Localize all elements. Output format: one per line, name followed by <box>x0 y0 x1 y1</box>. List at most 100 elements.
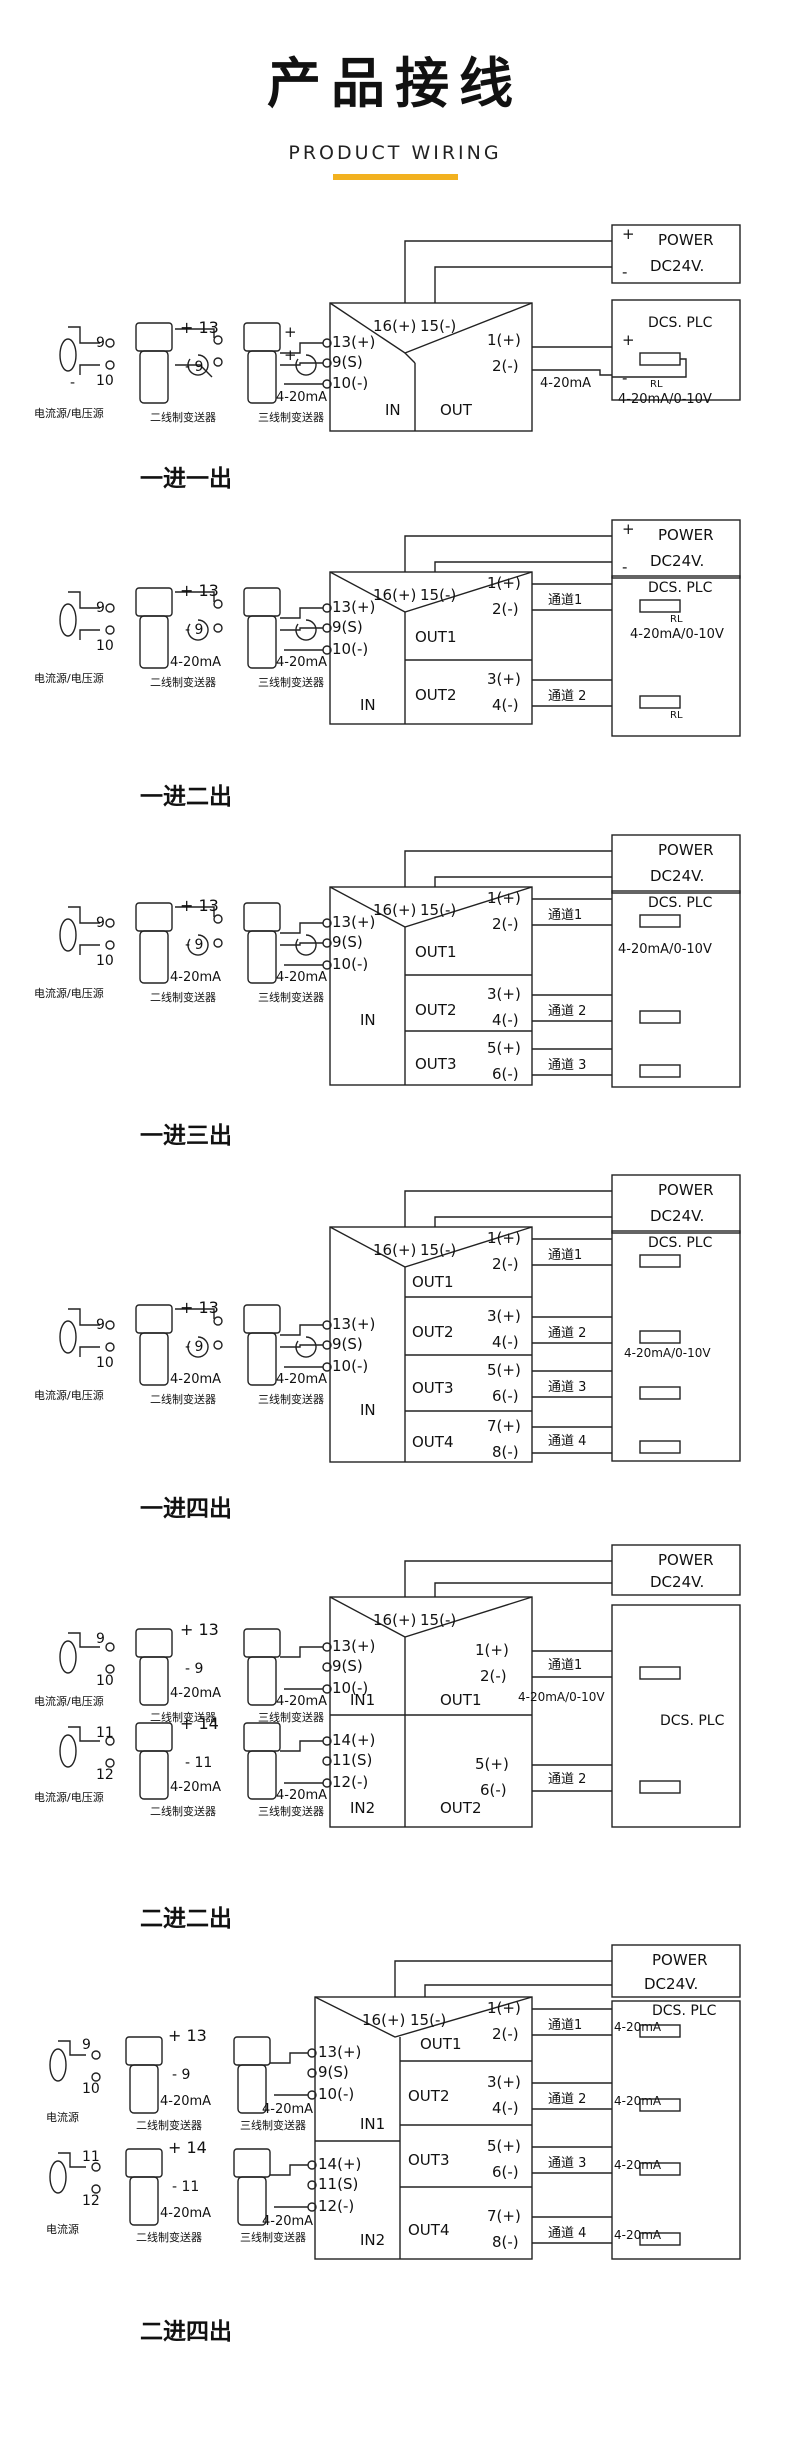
three-wire-label-2: 三线制变送器 <box>258 1804 324 1818</box>
wiring-diagram-1in-1out: POWER DC24V. + - DCS. PLC + - RL 4-20mA/… <box>34 224 741 432</box>
channel-2: 通道 2 <box>548 1004 586 1019</box>
channel-2: 通道 2 <box>548 1326 586 1341</box>
in2-label: IN2 <box>360 2231 385 2249</box>
two-wire-signal: 4-20mA <box>160 2094 211 2109</box>
terminal-15: 15(-) <box>420 317 456 335</box>
terminal-out-1: 1(+) <box>475 1641 509 1659</box>
three-wire-plus: + <box>284 323 297 341</box>
terminal-11: 11(S) <box>332 1751 372 1769</box>
source-9: 9 <box>96 1317 105 1333</box>
dcs-plc-label: DCS. PLC <box>652 2003 717 2019</box>
source-11: 11 <box>96 1725 114 1741</box>
terminal-16: 16(+) <box>373 1241 416 1259</box>
power-label: POWER <box>658 526 714 544</box>
wiring-diagram-2in-4out: POWER DC24V. DCS. PLC 4-20mA 4-20mA 4-20… <box>46 1944 741 2260</box>
three-wire-label: 三线制变送器 <box>258 1710 324 1724</box>
terminal-16: 16(+) <box>373 317 416 335</box>
in-label: IN <box>385 401 401 419</box>
terminal-out-2: 2(-) <box>492 1255 519 1273</box>
terminal-n9: - 9 <box>185 359 203 375</box>
signal-4-20: 4-20mA <box>540 376 591 391</box>
section-caption-2: 一进二出 <box>140 784 232 810</box>
terminal-10: 10(-) <box>318 2085 354 2103</box>
terminal-out-4: 4(-) <box>492 696 519 714</box>
terminal-out-2: 2(-) <box>492 915 519 933</box>
terminal-out-1: 1(+) <box>487 331 521 349</box>
terminal-15: 15(-) <box>420 1611 456 1629</box>
channel-1: 通道1 <box>548 2018 582 2033</box>
plc-plus: + <box>622 331 635 349</box>
source-9: 9 <box>96 915 105 931</box>
plc-minus: - <box>622 369 627 387</box>
terminal-n13: + 13 <box>180 1620 219 1639</box>
two-wire-label-2: 二线制变送器 <box>136 2230 202 2244</box>
three-wire-signal-2: 4-20mA <box>276 1788 327 1803</box>
source-label: 电流源/电压源 <box>34 1388 104 1402</box>
terminal-out-2: 2(-) <box>492 357 519 375</box>
power-label: POWER <box>658 1551 714 1569</box>
channel-3: 通道 3 <box>548 1380 586 1395</box>
terminal-out-8: 8(-) <box>492 1443 519 1461</box>
power-minus: - <box>622 263 627 281</box>
three-wire-signal: 4-20mA <box>276 390 327 405</box>
section-caption-6: 二进四出 <box>140 2319 232 2345</box>
out1-label: OUT1 <box>420 2035 462 2053</box>
two-wire-label: 二线制变送器 <box>150 1710 216 1724</box>
channel-4: 通道 4 <box>548 2226 586 2241</box>
terminal-out-8: 8(-) <box>492 2233 519 2251</box>
source-10: 10 <box>96 638 114 654</box>
signal-4-20-2: 4-20mA <box>614 2094 662 2108</box>
source-label: 电流源 <box>46 2110 79 2124</box>
out4-label: OUT4 <box>408 2221 450 2239</box>
terminal-10: 10(-) <box>332 955 368 973</box>
terminal-14: 14(+) <box>332 1731 375 1749</box>
three-wire-label: 三线制变送器 <box>258 675 324 689</box>
terminal-n13: + 13 <box>168 2026 207 2045</box>
three-wire-signal: 4-20mA <box>276 655 327 670</box>
out3-label: OUT3 <box>412 1379 454 1397</box>
channel-1: 通道1 <box>548 908 582 923</box>
out2-label: OUT2 <box>415 686 457 704</box>
dc24v-label: DC24V. <box>650 867 704 885</box>
section-caption-3: 一进三出 <box>140 1123 232 1149</box>
terminal-out-3: 3(+) <box>487 670 521 688</box>
power-plus: + <box>622 225 635 243</box>
three-wire-label: 三线制变送器 <box>240 2118 306 2132</box>
channel-3: 通道 3 <box>548 1058 586 1073</box>
out-label: OUT <box>440 401 473 419</box>
two-wire-label: 二线制变送器 <box>150 675 216 689</box>
section-caption-1: 一进一出 <box>140 466 232 492</box>
terminal-out-3: 3(+) <box>487 985 521 1003</box>
signal-4-20-4: 4-20mA <box>614 2228 662 2242</box>
page-title: 产品接线 <box>267 52 523 115</box>
source-label-2: 电流源 <box>46 2222 79 2236</box>
wiring-diagram-2in-2out: POWER DC24V. DCS. PLC 4-20mA/0-10V 16(+)… <box>34 1544 741 1828</box>
terminal-out-1: 1(+) <box>487 1229 521 1247</box>
terminal-n11: - 11 <box>172 2179 199 2195</box>
terminal-10: 10(-) <box>332 374 368 392</box>
terminal-n9: - 9 <box>185 937 203 953</box>
three-wire-signal: 4-20mA <box>276 1694 327 1709</box>
terminal-15: 15(-) <box>420 1241 456 1259</box>
channel-1: 通道1 <box>548 1248 582 1263</box>
three-wire-label: 三线制变送器 <box>258 410 324 424</box>
signal-4-20-1: 4-20mA <box>614 2020 662 2034</box>
out3-label: OUT3 <box>408 2151 450 2169</box>
source-10: 10 <box>96 1673 114 1689</box>
two-wire-label: 二线制变送器 <box>150 1392 216 1406</box>
terminal-out-2: 2(-) <box>492 2025 519 2043</box>
three-wire-signal: 4-20mA <box>276 970 327 985</box>
terminal-out-5: 5(+) <box>487 1361 521 1379</box>
three-wire-signal: 4-20mA <box>276 1372 327 1387</box>
terminal-10: 10(-) <box>332 1357 368 1375</box>
in-label: IN <box>360 1011 376 1029</box>
wiring-diagram-1in-4out: POWER DC24V. DCS. PLC 4-20mA/0-10V 16(+)… <box>34 1174 741 1463</box>
dcs-plc-label: DCS. PLC <box>648 1235 713 1251</box>
terminal-16: 16(+) <box>373 901 416 919</box>
signal-4-20-10v: 4-20mA/0-10V <box>518 1690 605 1704</box>
terminal-16: 16(+) <box>373 1611 416 1629</box>
terminal-14: 14(+) <box>318 2155 361 2173</box>
out1-label: OUT1 <box>412 1273 454 1291</box>
terminal-10: 10(-) <box>332 640 368 658</box>
terminal-n14: + 14 <box>180 1714 219 1733</box>
